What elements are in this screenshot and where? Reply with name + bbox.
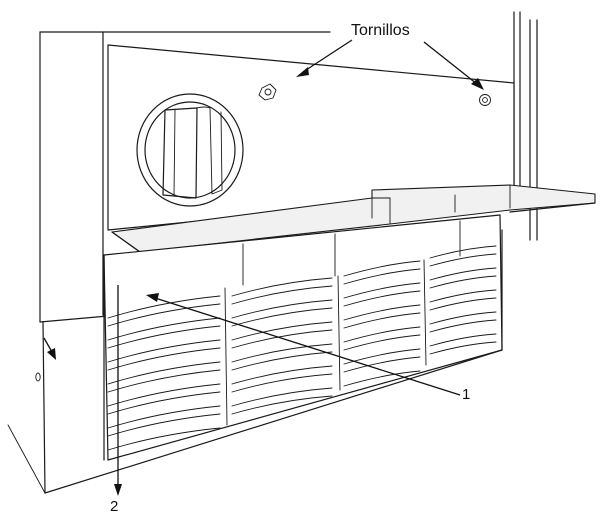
control-knob bbox=[136, 93, 244, 207]
left-cabinet-wall bbox=[7, 31, 331, 494]
left-wall-arrow bbox=[43, 337, 56, 360]
callout-1-label: 1 bbox=[462, 386, 471, 403]
callout-1-arrow bbox=[146, 293, 461, 396]
screw-arrow-right bbox=[423, 41, 484, 90]
screw-left bbox=[258, 83, 277, 101]
screw-arrow-left bbox=[296, 39, 353, 77]
callout-2-arrow bbox=[114, 285, 122, 496]
ventilation-grille bbox=[44, 214, 503, 494]
screws-label: Tornillos bbox=[351, 22, 410, 39]
callout-2-label: 2 bbox=[110, 498, 119, 515]
screw-right bbox=[479, 94, 491, 106]
